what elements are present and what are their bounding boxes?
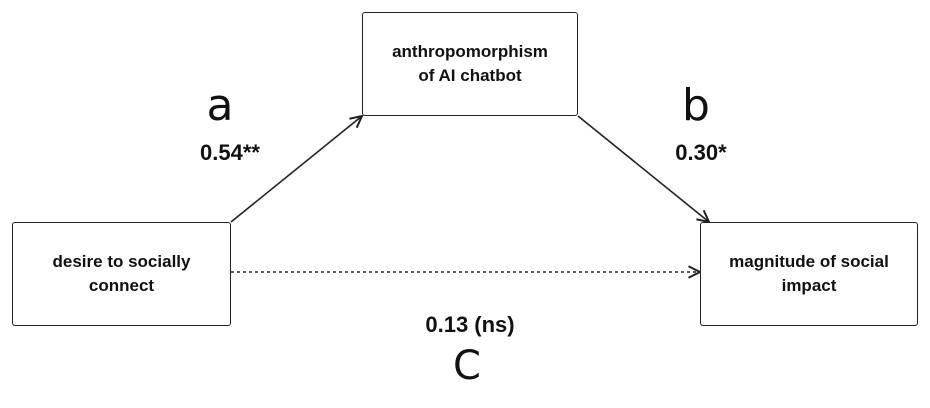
mediator-label-line2: of AI chatbot [418,66,522,85]
predictor-box: desire to socially connect [12,222,231,326]
outcome-label-line1: magnitude of social [729,252,889,271]
path-c-coefficient: 0.13 (ns) [425,312,515,337]
path-c-letter: C [453,343,481,389]
path-a-coefficient: 0.54** [200,140,260,165]
path-b-letter: b [682,80,710,131]
mediator-box: anthropomorphism of AI chatbot [362,12,578,116]
mediator-label-line1: anthropomorphism [392,42,548,61]
predictor-label-line2: connect [88,276,155,295]
path-a-letter: a [206,80,234,131]
outcome-box: magnitude of social impact [700,222,918,326]
path-b-arrow [577,115,709,222]
outcome-label-line2: impact [781,276,837,295]
path-b-coefficient: 0.30* [675,140,727,165]
predictor-label-line1: desire to socially [52,252,191,271]
path-a-arrow [230,116,362,223]
